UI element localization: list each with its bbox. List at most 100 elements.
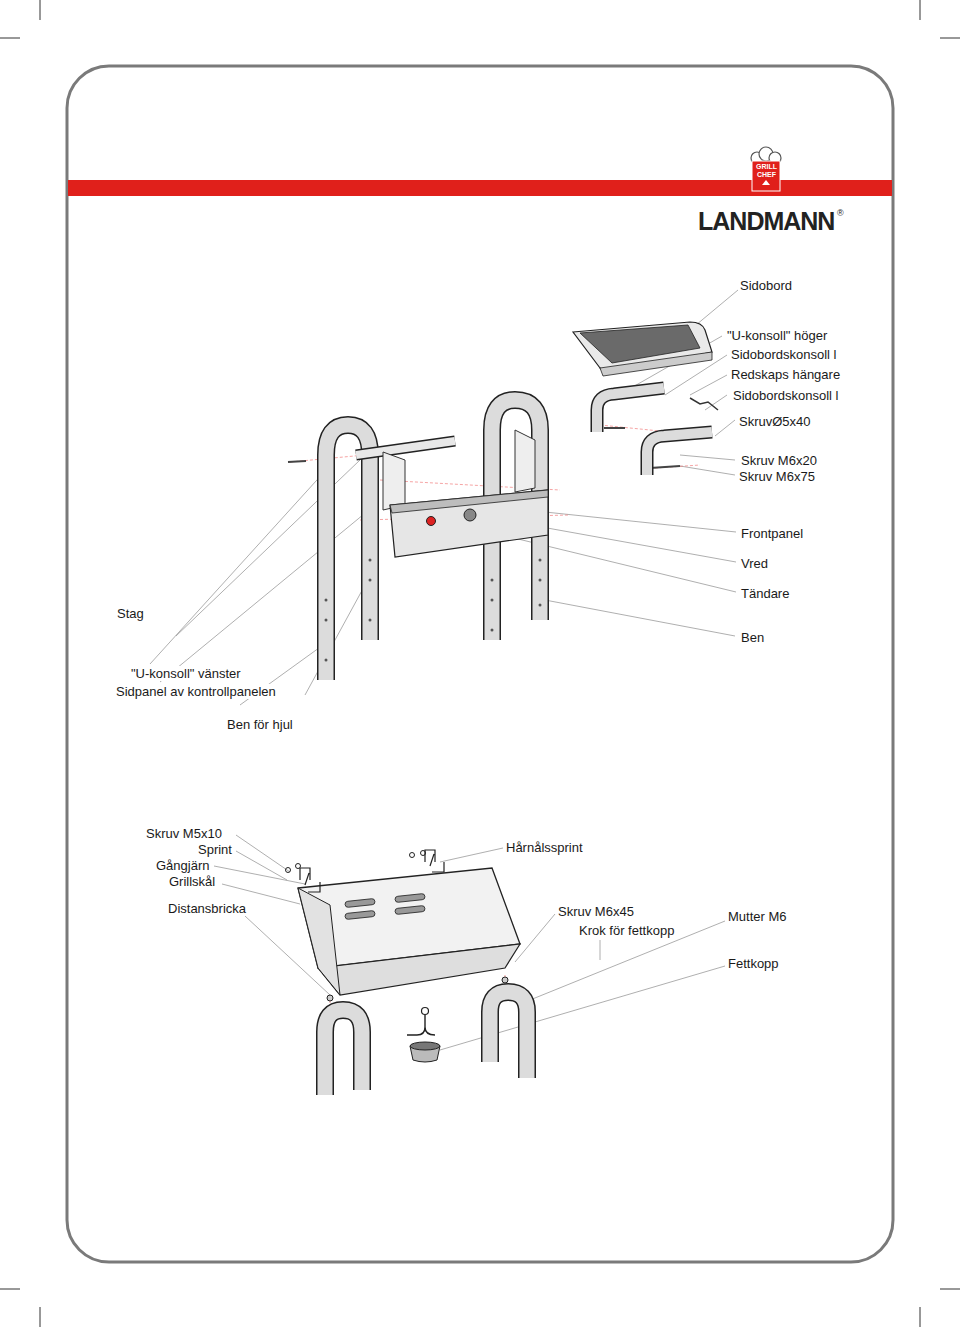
leg-holes-part	[539, 604, 542, 607]
side-table-part	[647, 432, 712, 475]
upper-frame-part	[515, 430, 535, 492]
upper-frame-part	[390, 490, 548, 557]
side-table-part	[690, 398, 718, 410]
leg-holes	[325, 559, 542, 662]
upper-frame-part	[326, 425, 370, 680]
part-label: Krok för fettkopp	[578, 923, 675, 938]
grill-bowl	[286, 850, 521, 995]
upper-frame-part	[464, 509, 476, 521]
leader-lines-part	[680, 466, 735, 475]
part-label: Sidpanel av kontrollpanelen	[115, 684, 277, 699]
upper-frame-part	[650, 466, 680, 468]
leg-holes-part	[369, 579, 372, 582]
lower-legs-part	[407, 1015, 435, 1035]
upper-frame-part	[326, 425, 370, 680]
crop-marks-part	[0, 1289, 20, 1290]
part-label: Hårnålssprint	[505, 840, 584, 855]
leader-lines-part	[690, 375, 727, 395]
grill-bowl-part	[345, 910, 375, 919]
alignment-lines	[290, 425, 710, 1015]
leader-lines-part	[545, 600, 735, 636]
crop-marks-part	[0, 38, 20, 39]
grill-bowl-part	[410, 853, 415, 858]
leg-holes-part	[369, 619, 372, 622]
part-label: Tändare	[740, 586, 790, 601]
grill-bowl-part	[425, 850, 444, 872]
leader-lines-part	[680, 455, 735, 460]
part-label: Redskaps hängare	[730, 367, 841, 382]
grill-bowl-part	[296, 864, 301, 869]
part-label: Sidobordskonsoll l	[730, 347, 838, 362]
part-label: SkruvØ5x40	[738, 414, 812, 429]
lower-legs-part	[502, 977, 508, 983]
page-frame	[67, 66, 893, 1262]
logo-badge-part	[752, 161, 780, 191]
part-label: ®	[836, 208, 845, 218]
leader-lines-part	[160, 505, 375, 682]
side-table-part	[597, 388, 664, 432]
part-label: Stag	[116, 606, 145, 621]
upper-frame-part	[288, 461, 306, 462]
upper-frame-part	[356, 441, 455, 455]
leader-lines-part	[515, 914, 555, 962]
leg-holes-part	[325, 659, 328, 662]
leg-holes-part	[491, 579, 494, 582]
lower-legs-part	[422, 1008, 429, 1015]
upper-frame-part	[427, 517, 436, 526]
part-label: Grillskål	[168, 874, 216, 889]
part-label: Ben	[740, 630, 765, 645]
part-label: Skruv M6x45	[557, 904, 635, 919]
part-label: GRILL	[755, 163, 778, 171]
leg-holes-part	[325, 599, 328, 602]
part-label: Skruv M6x75	[738, 469, 816, 484]
part-label: Gångjärn	[155, 858, 210, 873]
part-label: Fettkopp	[727, 956, 780, 971]
crop-marks-part	[40, 0, 41, 20]
crop-marks-part	[920, 1307, 921, 1327]
side-table	[573, 322, 718, 475]
grill-bowl-part	[300, 868, 320, 892]
side-table-part	[597, 388, 664, 432]
crop-marks-part	[40, 1307, 41, 1327]
leader-lines-part	[600, 940, 601, 960]
grill-bowl-part	[345, 898, 375, 907]
crop-marks-part	[940, 1289, 960, 1290]
leg-holes-part	[325, 619, 328, 622]
part-label: CHEF	[756, 171, 777, 179]
lower-legs-part	[490, 992, 527, 1078]
grill-bowl-part	[395, 905, 425, 914]
part-label: LANDMANN	[697, 207, 835, 235]
leg-holes-part	[539, 579, 542, 582]
part-label: Skruv M5x10	[145, 826, 223, 841]
grill-bowl-part	[286, 868, 291, 873]
part-label: "U-konsoll" höger	[726, 328, 828, 343]
upper-frame-part	[604, 427, 625, 429]
part-label: Sprint	[197, 842, 233, 857]
part-label: Ben för hjul	[226, 717, 294, 732]
lower-legs	[325, 977, 527, 1095]
part-label: Frontpanel	[740, 526, 804, 541]
lower-legs-part	[490, 992, 527, 1078]
leader-lines-part	[530, 921, 725, 1000]
part-label: Skruv M6x20	[740, 453, 818, 468]
leg-holes-part	[539, 559, 542, 562]
leg-holes-part	[369, 559, 372, 562]
part-label: Sidobord	[739, 278, 793, 293]
upper-frame-part	[383, 452, 405, 510]
leg-holes-part	[491, 629, 494, 632]
grill-bowl-part	[395, 893, 425, 902]
grill-bowl-part	[298, 888, 340, 995]
lower-legs-part	[410, 1042, 440, 1050]
lower-legs-part	[325, 1010, 362, 1095]
leader-lines-part	[715, 420, 735, 436]
leader-lines-part	[545, 512, 736, 532]
leg-holes-part	[491, 599, 494, 602]
side-table-part	[647, 432, 712, 475]
part-label: Vred	[740, 556, 769, 571]
crop-marks-part	[920, 0, 921, 20]
crop-marks-part	[940, 38, 960, 39]
part-label: Distansbricka	[167, 901, 247, 916]
side-table-part	[600, 352, 712, 376]
